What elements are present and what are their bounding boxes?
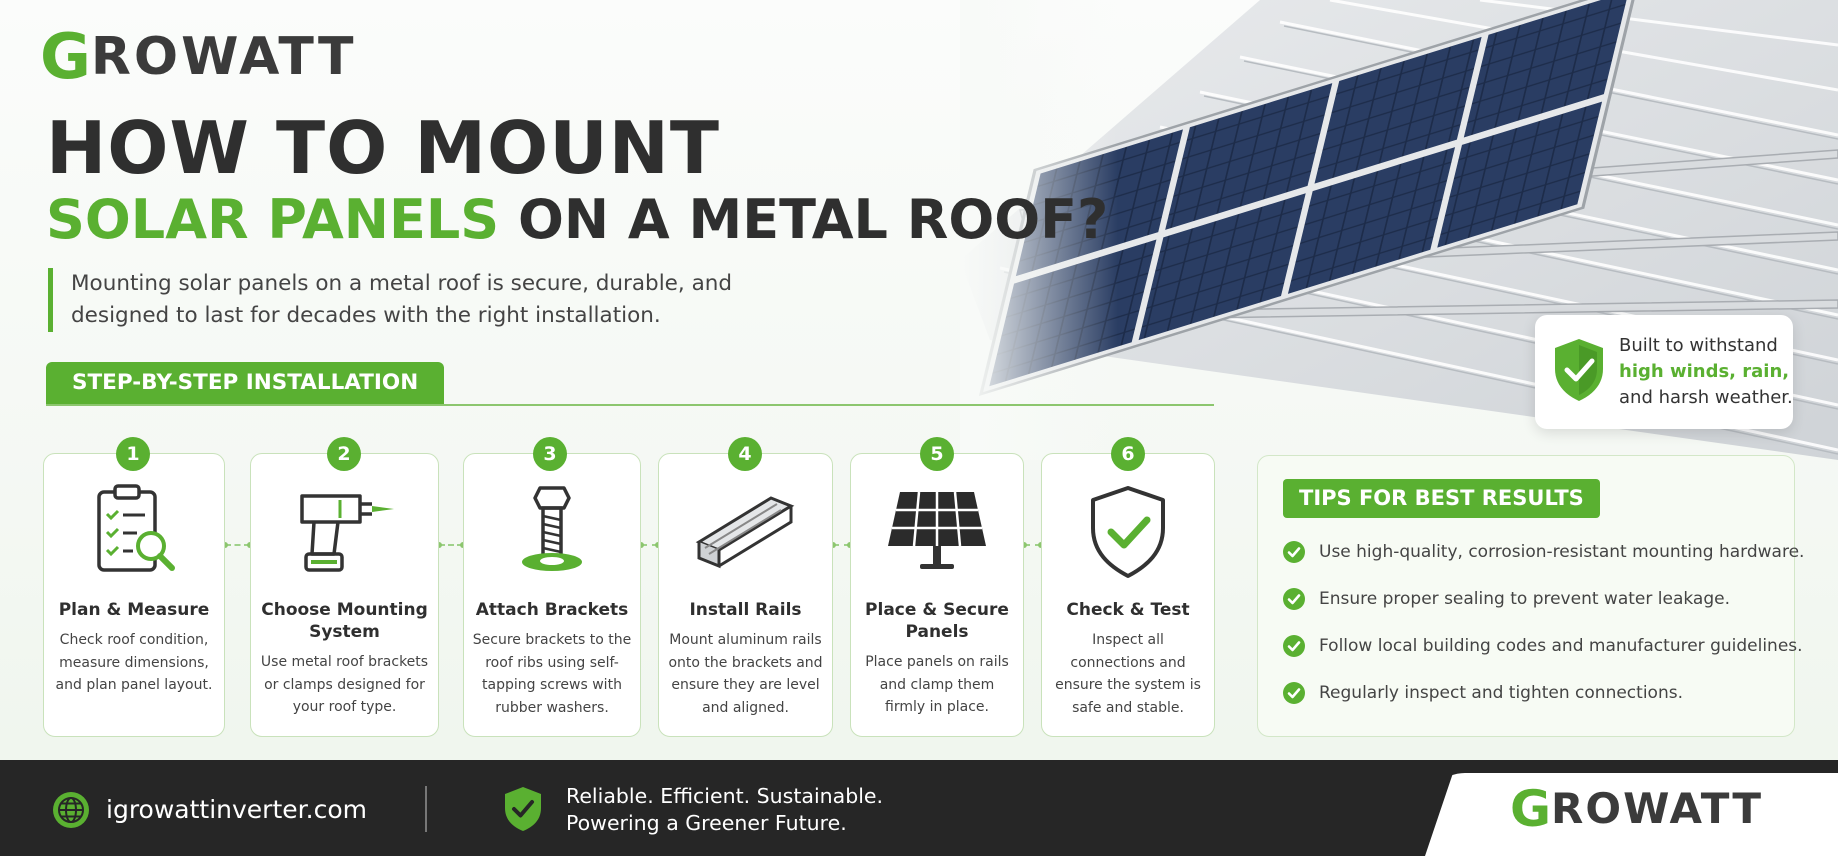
page-title-line1: HOW TO MOUNT	[46, 106, 721, 190]
step-connector	[638, 542, 661, 548]
tip-text: Regularly inspect and tighten connection…	[1319, 683, 1683, 703]
clipboard-magnifier-icon	[97, 484, 175, 572]
footer-divider	[425, 786, 427, 832]
steps-section-title: STEP-BY-STEP INSTALLATION	[46, 362, 445, 404]
section-divider	[46, 404, 1214, 406]
intro-line2: designed to last for decades with the ri…	[71, 303, 661, 328]
badge-line3: and harsh weather.	[1619, 387, 1793, 408]
step-number-badge: 5	[920, 437, 954, 471]
logo-initial: G	[1510, 780, 1552, 838]
step-number-badge: 1	[116, 437, 150, 471]
step-title: Plan & Measure	[58, 600, 210, 620]
shield-check-icon	[1091, 486, 1165, 578]
step-number-badge: 3	[533, 437, 567, 471]
tip-item: Ensure proper sealing to prevent water l…	[1283, 588, 1730, 610]
shield-check-icon	[505, 787, 541, 831]
step-card-choose-mounting: Choose Mounting System Use metal roof br…	[250, 453, 439, 737]
bolt-icon	[522, 486, 582, 571]
title-highlight: SOLAR PANELS	[46, 188, 500, 251]
step-title: Attach Brackets	[475, 600, 629, 620]
logo-wordmark: ROWATT	[90, 27, 357, 87]
step-card-attach-brackets: Attach Brackets Secure brackets to the r…	[463, 453, 641, 737]
step-number-badge: 4	[728, 437, 762, 471]
step-card-check-test: Check & Test Inspect all connections and…	[1041, 453, 1215, 737]
rail-icon	[695, 496, 794, 569]
step-card-install-rails: Install Rails Mount aluminum rails onto …	[658, 453, 833, 737]
tagline-line2: Powering a Greener Future.	[566, 811, 847, 835]
solar-panel-icon	[888, 491, 986, 569]
intro-line1: Mounting solar panels on a metal roof is…	[71, 271, 733, 296]
step-title: Choose Mounting System	[261, 600, 428, 642]
growatt-logo-footer: G ROWATT	[1510, 784, 1763, 834]
page-title-line2: SOLAR PANELS ON A METAL ROOF?	[46, 193, 1108, 247]
step-number-badge: 2	[327, 437, 361, 471]
footer-logo-panel	[1425, 773, 1838, 856]
drill-icon	[299, 494, 394, 572]
badge-highlight: high winds, rain,	[1619, 361, 1790, 382]
badge-line1: Built to withstand	[1619, 335, 1778, 356]
weather-badge: Built to withstand high winds, rain, and…	[1535, 315, 1793, 429]
footer-tagline: Reliable. Efficient. Sustainable. Poweri…	[566, 783, 883, 837]
tips-title: TIPS FOR BEST RESULTS	[1283, 479, 1600, 518]
logo-wordmark: ROWATT	[1551, 784, 1764, 833]
check-circle-icon	[1283, 682, 1305, 704]
step-number-badge: 6	[1111, 437, 1145, 471]
tips-panel: TIPS FOR BEST RESULTS Use high-quality, …	[1257, 455, 1804, 737]
intro-text: Mounting solar panels on a metal roof is…	[48, 268, 768, 332]
shield-check-icon	[1555, 339, 1603, 401]
step-description: Check roof condition, measure dimensions…	[55, 632, 213, 693]
step-card-plan-measure: Plan & Measure Check roof condition, mea…	[43, 453, 225, 737]
step-title: Place & Secure Panels	[865, 600, 1009, 642]
tip-item: Regularly inspect and tighten connection…	[1283, 682, 1683, 704]
growatt-logo: G ROWATT	[40, 22, 357, 92]
step-card-place-secure: Place & Secure Panels Place panels on ra…	[850, 453, 1024, 737]
check-circle-icon	[1283, 588, 1305, 610]
check-circle-icon	[1283, 635, 1305, 657]
badge-text: Built to withstand high winds, rain, and…	[1619, 333, 1793, 411]
tagline-line1: Reliable. Efficient. Sustainable.	[566, 784, 884, 808]
step-connector	[1021, 542, 1044, 548]
website-link[interactable]: igrowattinverter.com	[106, 795, 367, 824]
step-description: Use metal roof brackets or clamps design…	[260, 654, 429, 715]
tip-text: Ensure proper sealing to prevent water l…	[1319, 589, 1730, 609]
tip-item: Use high-quality, corrosion-resistant mo…	[1283, 541, 1804, 563]
tip-item: Follow local building codes and manufact…	[1283, 635, 1803, 657]
step-title: Check & Test	[1066, 600, 1190, 620]
check-circle-icon	[1283, 541, 1305, 563]
title-rest: ON A METAL ROOF?	[518, 188, 1109, 251]
step-description: Secure brackets to the roof ribs using s…	[472, 632, 632, 716]
step-description: Inspect all connections and ensure the s…	[1055, 632, 1201, 716]
logo-initial: G	[40, 20, 91, 93]
step-connector	[222, 542, 253, 548]
tip-text: Follow local building codes and manufact…	[1319, 636, 1803, 656]
globe-icon	[53, 792, 89, 828]
step-connector	[830, 542, 853, 548]
step-connector	[436, 542, 466, 548]
step-title: Install Rails	[689, 600, 802, 620]
step-description: Mount aluminum rails onto the brackets a…	[668, 632, 823, 716]
step-description: Place panels on rails and clamp them fir…	[865, 654, 1009, 715]
tip-text: Use high-quality, corrosion-resistant mo…	[1319, 542, 1805, 562]
